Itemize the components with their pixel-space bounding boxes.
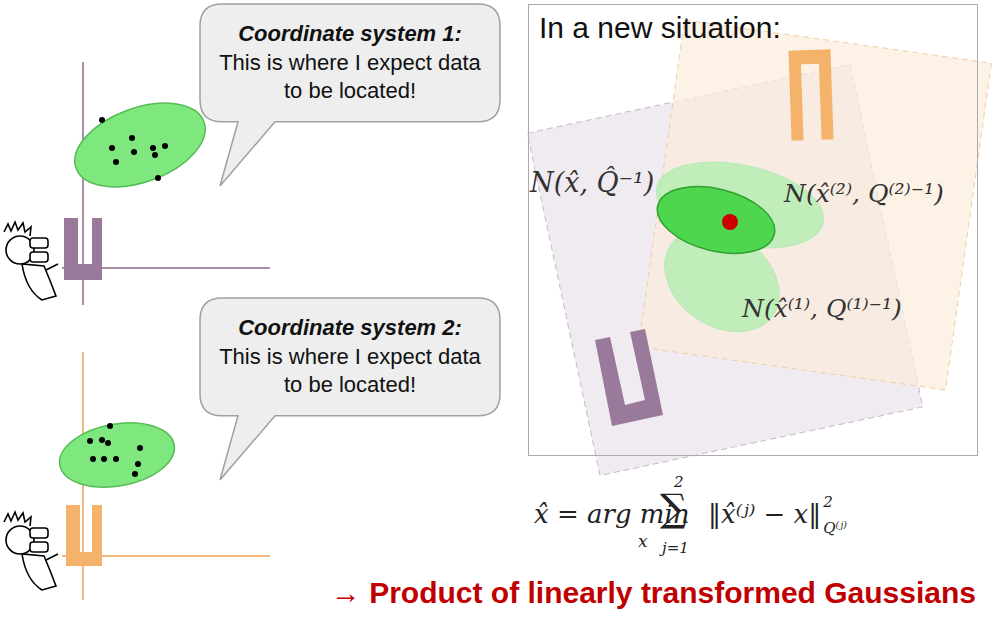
formula-superscript: 2 [823, 494, 833, 511]
bubble-heading: Coordinate system 1: [214, 20, 486, 49]
u-frame [64, 218, 102, 280]
gaussian [54, 414, 179, 495]
formula-subscript: Q⁽ʲ⁾ [823, 520, 847, 537]
data-points [87, 423, 143, 477]
formula-sum: ∑ [660, 488, 687, 530]
panel-title: In a new situation: [539, 11, 967, 45]
estimate-point [722, 214, 738, 230]
speech-bubble: Coordinate system 2:This is where I expe… [200, 298, 500, 416]
data-points [99, 117, 168, 181]
observer [4, 222, 58, 300]
gaussian-label: N(x̂⁽¹⁾, Q⁽¹⁾⁻¹) [742, 295, 902, 323]
formula-part: ‖x̂⁽ʲ⁾ − x‖ [708, 500, 821, 529]
formula-limit: j=1 [662, 540, 689, 557]
bubble-body: This is where I expect data to be locate… [214, 343, 486, 400]
gaussian-label: N(x̂, Q̂⁻¹) [530, 168, 654, 198]
bubble-heading: Coordinate system 2: [214, 314, 486, 343]
observer [4, 512, 58, 590]
u-frame [66, 505, 102, 566]
transformed-frames [527, 20, 991, 475]
formula-subscript: x [638, 532, 648, 551]
scene-panel: In a new situation: [528, 4, 978, 456]
bubble-body: This is where I expect data to be locate… [214, 49, 486, 106]
speech-bubble: Coordinate system 1:This is where I expe… [200, 4, 500, 122]
gaussian [63, 87, 216, 203]
gaussian-label: N(x̂⁽²⁾, Q⁽²⁾⁻¹) [784, 180, 944, 208]
caption: → Product of linearly transformed Gaussi… [331, 576, 976, 610]
